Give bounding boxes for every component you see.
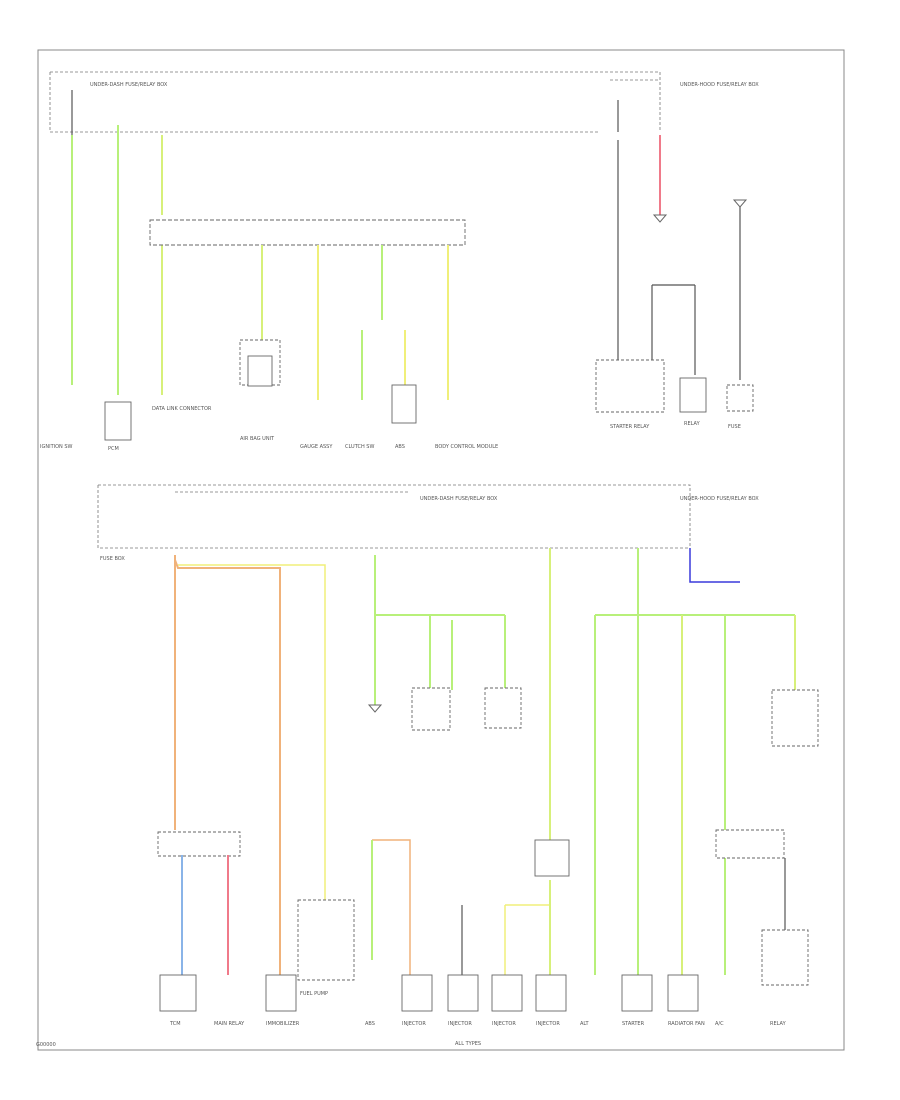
center-green-wires	[367, 555, 522, 731]
bottom-component-label: INJECTOR	[448, 1021, 472, 1027]
svg-text:UNDER-HOOD FUSE/RELAY BOX: UNDER-HOOD FUSE/RELAY BOX	[680, 496, 759, 502]
top-right-fuse-block: UNDER-HOOD FUSE/RELAY BOX	[610, 79, 759, 88]
bottom-component-label: RELAY	[770, 1021, 787, 1027]
top-component-label: RELAY	[684, 421, 701, 427]
left-relay-wires	[157, 831, 241, 975]
top-component-label: GAUGE ASSY	[300, 444, 333, 450]
bottom-component-label: RADIATOR FAN	[668, 1021, 705, 1027]
top-left-wires	[71, 90, 163, 395]
top-left-components: IGNITION SW PCM DATA LINK CONNECTOR AIR …	[40, 339, 498, 452]
bottom-row-components: TCM MAIN RELAY IMMOBILIZER FUEL PUMP ABS…	[159, 974, 787, 1047]
bottom-component-label: MAIN RELAY	[214, 1021, 245, 1027]
svg-text:UNDER-DASH FUSE/RELAY BOX: UNDER-DASH FUSE/RELAY BOX	[90, 82, 168, 88]
bottom-mid-wires	[297, 839, 551, 981]
bottom-fuse-block: FUSE BOX UNDER-DASH FUSE/RELAY BOX UNDER…	[97, 484, 759, 562]
top-component-label: CLUTCH SW	[345, 444, 374, 450]
svg-text:UNDER-DASH FUSE/RELAY BOX: UNDER-DASH FUSE/RELAY BOX	[420, 496, 498, 502]
top-component-label: AIR BAG UNIT	[240, 436, 275, 442]
top-left-fuse-block: UNDER-DASH FUSE/RELAY BOX	[49, 71, 661, 133]
top-component-label: ABS	[395, 444, 405, 450]
bottom-component-label: INJECTOR	[492, 1021, 516, 1027]
right-green-wires	[534, 548, 819, 975]
top-component-label: IGNITION SW	[40, 444, 73, 450]
bottom-component-label: STARTER	[622, 1021, 645, 1027]
top-component-label: DATA LINK CONNECTOR	[152, 406, 212, 412]
right-relay-wires	[715, 829, 809, 986]
bottom-component-label: TCM	[169, 1021, 181, 1027]
top-component-label: BODY CONTROL MODULE	[435, 444, 498, 450]
bottom-component-label: INJECTOR	[402, 1021, 426, 1027]
bottom-component-label: FUEL PUMP	[300, 991, 328, 997]
top-right-wires: STARTER RELAY RELAY FUSE	[595, 100, 754, 430]
svg-text:FUSE BOX: FUSE BOX	[100, 556, 125, 562]
bottom-component-label: ALT	[580, 1021, 590, 1027]
svg-text:UNDER-HOOD FUSE/RELAY BOX: UNDER-HOOD FUSE/RELAY BOX	[680, 82, 759, 88]
page-id: G00000	[36, 1042, 56, 1048]
diagram-frame	[37, 49, 845, 1051]
orange-wires	[174, 555, 326, 975]
bottom-label: ALL TYPES	[455, 1041, 481, 1047]
bottom-component-label: IMMOBILIZER	[266, 1021, 300, 1027]
bottom-component-label: A/C	[715, 1021, 724, 1027]
inner-connector-block	[149, 219, 466, 400]
bottom-component-label: ABS	[365, 1021, 375, 1027]
top-component-label: STARTER RELAY	[610, 424, 650, 430]
top-component-label: PCM	[108, 446, 119, 452]
bottom-component-label: INJECTOR	[536, 1021, 560, 1027]
top-component-label: FUSE	[728, 424, 741, 430]
